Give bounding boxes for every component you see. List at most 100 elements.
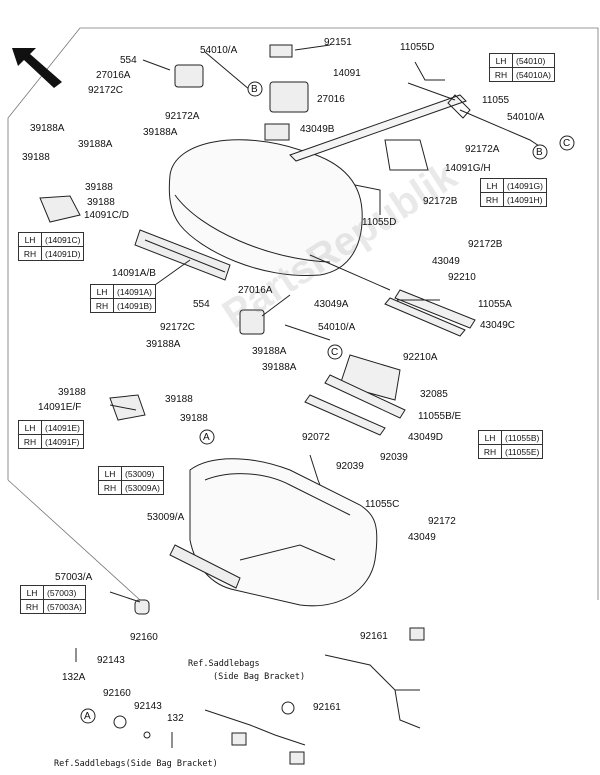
side-cell: RH <box>18 246 42 261</box>
direction-arrow-icon <box>12 48 62 88</box>
part-label: 92172C <box>88 85 124 96</box>
side-cell: RH <box>90 298 114 313</box>
part-label: 54010/A <box>507 112 545 123</box>
part-label: 27016 <box>317 94 345 105</box>
side-cell: LH <box>489 53 513 68</box>
variant-table-14091ef: LH(14091E) RH(14091F) <box>18 420 84 449</box>
variant-table-14091ab: LH(14091A) RH(14091B) <box>90 284 156 313</box>
reference-note: (Side Bag Bracket) <box>213 672 306 682</box>
variant-table-14091cd: LH(14091C) RH(14091D) <box>18 232 85 261</box>
side-cell: LH <box>98 466 122 481</box>
side-cell: LH <box>478 430 502 445</box>
part-label: 92039 <box>336 461 364 472</box>
part-label: 43049 <box>408 532 436 543</box>
part-label: 132 <box>167 713 184 724</box>
part-label: 39188A <box>78 139 113 150</box>
part-label: 39188 <box>180 413 208 424</box>
side-cell: LH <box>18 420 42 435</box>
bag-body-shape <box>189 458 378 607</box>
callout-c-mid: C <box>331 347 339 358</box>
part-label: 92172C <box>160 322 196 333</box>
part-cell: (54010A) <box>512 67 555 82</box>
part-cell: (14091B) <box>113 298 156 313</box>
part-cell: (14091E) <box>41 420 84 435</box>
part-label: 92172A <box>465 144 500 155</box>
side-cell: RH <box>98 480 122 495</box>
part-label: 92161 <box>313 702 341 713</box>
part-label: 14091A/B <box>112 268 156 279</box>
part-label: 14091G/H <box>445 163 491 174</box>
part-cell: (53009A) <box>121 480 164 495</box>
variant-table-53009: LH(53009) RH(53009A) <box>98 466 164 495</box>
part-label: 39188 <box>22 152 50 163</box>
part-label: 92172B <box>423 196 458 207</box>
part-label: 11055C <box>365 499 400 510</box>
side-cell: LH <box>18 232 42 247</box>
part-cell: (54010) <box>512 53 555 68</box>
part-label: 11055A <box>478 299 512 310</box>
part-label: 14091E/F <box>38 402 82 413</box>
variant-table-11055be: LH(11055B) RH(11055E) <box>478 430 544 459</box>
part-label: 92160 <box>103 688 131 699</box>
part-label: 53009/A <box>147 512 185 523</box>
part-label: 39188 <box>87 197 115 208</box>
part-label: 27016A <box>238 285 273 296</box>
reference-note: Ref.Saddlebags <box>188 659 260 669</box>
part-label: 92161 <box>360 631 388 642</box>
part-label: 43049D <box>408 432 444 443</box>
part-label: 39188 <box>165 394 193 405</box>
side-cell: LH <box>90 284 114 299</box>
part-label: 43049B <box>300 124 335 135</box>
part-cell: (14091H) <box>503 192 547 207</box>
part-label: 92151 <box>324 37 352 48</box>
part-label: 14091C/D <box>84 210 130 221</box>
part-label: 11055D <box>400 42 435 53</box>
part-label: 14091 <box>333 68 361 79</box>
side-cell: RH <box>478 444 502 459</box>
part-label: 39188A <box>30 123 65 134</box>
part-label: 132A <box>62 672 86 683</box>
part-label: 43049A <box>314 299 349 310</box>
side-cell: RH <box>18 434 42 449</box>
part-label: 92172 <box>428 516 456 527</box>
part-label: 11055B/E <box>418 411 462 422</box>
part-cell: (53009) <box>121 466 164 481</box>
callout-b: B <box>251 84 258 95</box>
part-cell: (14091C) <box>40 232 85 247</box>
part-label: 92210A <box>403 352 438 363</box>
callout-a: A <box>203 432 210 443</box>
side-cell: RH <box>20 599 44 614</box>
part-label: 54010/A <box>318 322 356 333</box>
part-label: 92143 <box>97 655 125 666</box>
part-cell: (57003) <box>43 585 86 600</box>
part-cell: (57003A) <box>43 599 86 614</box>
lid-shape <box>168 139 363 277</box>
part-label: 32085 <box>420 389 448 400</box>
callout-b-right: B <box>536 147 543 158</box>
part-cell: (11055B) <box>500 430 544 445</box>
part-label: 39188A <box>262 362 297 373</box>
variant-table-54010: LH(54010) RH(54010A) <box>489 53 555 82</box>
part-label: 39188A <box>146 339 181 350</box>
part-label: 92143 <box>134 701 162 712</box>
callout-c: C <box>563 138 571 149</box>
part-label: 57003/A <box>55 572 93 583</box>
part-label: 43049C <box>480 320 516 331</box>
part-label: 92210 <box>448 272 476 283</box>
part-cell: (14091A) <box>113 284 156 299</box>
part-label: 92172A <box>165 111 200 122</box>
part-cell: (14091F) <box>41 434 84 449</box>
part-label: 554 <box>193 299 210 310</box>
part-label: 92172B <box>468 239 503 250</box>
part-label: 92039 <box>380 452 408 463</box>
side-cell: RH <box>480 192 504 207</box>
part-cell: (14091D) <box>40 246 85 261</box>
part-label: 39188 <box>58 387 86 398</box>
part-label: 39188 <box>85 182 113 193</box>
part-label: 39188A <box>252 346 287 357</box>
part-label: 43049 <box>432 256 460 267</box>
reference-note: Ref.Saddlebags(Side Bag Bracket) <box>54 759 218 769</box>
variant-table-14091gh: LH(14091G) RH(14091H) <box>480 178 547 207</box>
side-cell: LH <box>20 585 44 600</box>
